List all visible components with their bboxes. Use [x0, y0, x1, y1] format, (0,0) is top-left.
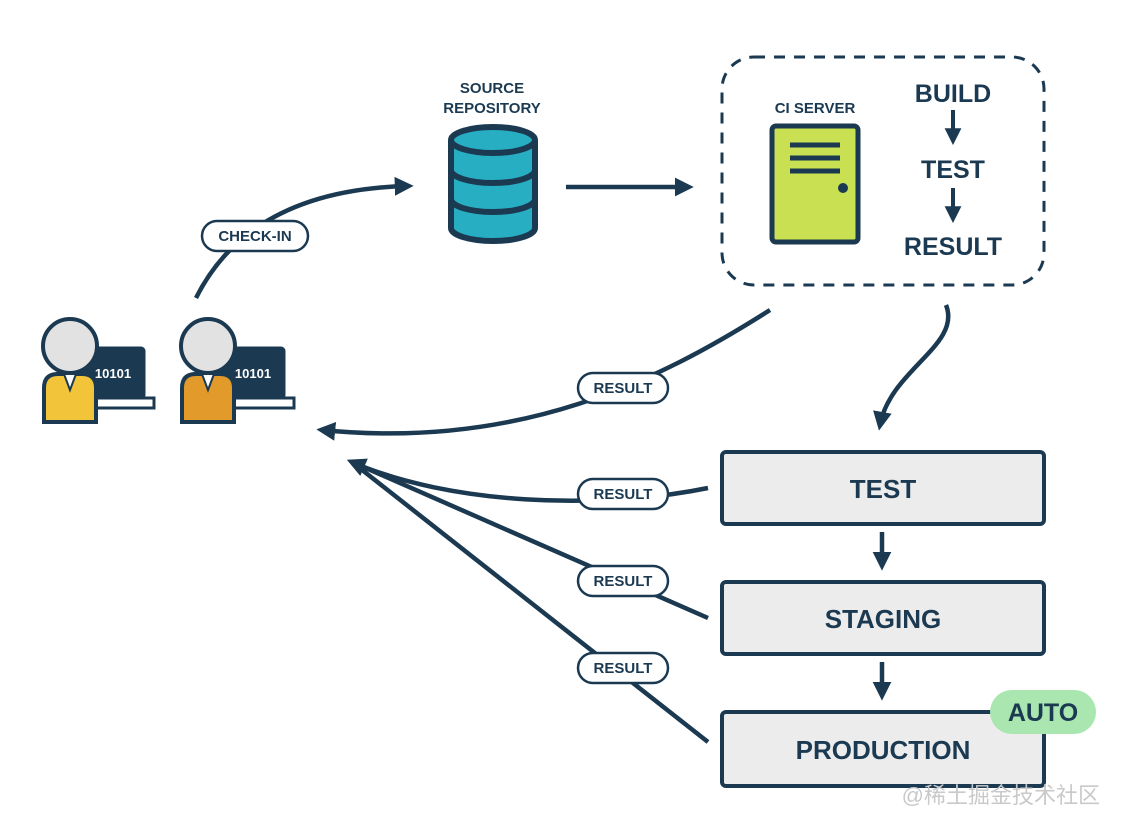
auto-badge-label: AUTO	[1008, 699, 1078, 727]
developer-1-screen-text: 10101	[95, 366, 131, 381]
server-icon	[769, 123, 861, 245]
ci-step-build: BUILD	[915, 80, 991, 108]
result-label-ci: RESULT	[594, 380, 653, 397]
source-repository: SOURCE REPOSITORY	[443, 80, 541, 244]
result-label-test: RESULT	[594, 486, 653, 503]
ci-result-arrow	[316, 308, 772, 441]
developer-2-shirt	[180, 372, 236, 424]
stage-test: TEST	[720, 450, 1046, 526]
result-label-production: RESULT	[594, 660, 653, 677]
stage-test-label: TEST	[850, 474, 917, 504]
production-result-line	[350, 460, 710, 744]
result-label-staging: RESULT	[594, 573, 653, 590]
ci-server-panel: CI SERVER BUILD TEST RESULT	[720, 55, 1046, 287]
developer-2-screen-text: 10101	[235, 366, 271, 381]
source-repository-label-line2: REPOSITORY	[443, 100, 541, 117]
person-icon	[179, 317, 237, 424]
watermark: @稀土掘金技术社区	[902, 783, 1100, 808]
ci-step-test: TEST	[921, 156, 985, 184]
developer-1-shirt	[42, 372, 98, 424]
stage-production-label: PRODUCTION	[796, 735, 971, 765]
developer-1: 10101	[41, 317, 156, 424]
result-pill-staging: RESULT	[576, 564, 670, 598]
check-in-label: CHECK-IN	[218, 228, 291, 245]
person-icon	[41, 317, 99, 424]
stage-production: PRODUCTION	[720, 710, 1046, 788]
stage-staging: STAGING	[720, 580, 1046, 656]
source-repository-label-line1: SOURCE	[460, 80, 524, 97]
auto-badge: AUTO	[990, 690, 1096, 734]
database-icon	[448, 124, 538, 244]
ci-step-result: RESULT	[904, 233, 1002, 261]
check-in-arrow	[193, 176, 414, 300]
ci-server-label: CI SERVER	[775, 100, 856, 117]
result-pill-production: RESULT	[576, 651, 670, 685]
result-pill-ci: RESULT	[576, 371, 670, 405]
stage-staging-label: STAGING	[825, 604, 942, 634]
ci-to-pipeline-arrow	[873, 304, 951, 431]
result-pill-test: RESULT	[576, 477, 670, 511]
ci-server-dashed-border	[720, 55, 1046, 287]
check-in-pill: CHECK-IN	[200, 219, 310, 253]
developer-2: 10101	[179, 317, 296, 424]
